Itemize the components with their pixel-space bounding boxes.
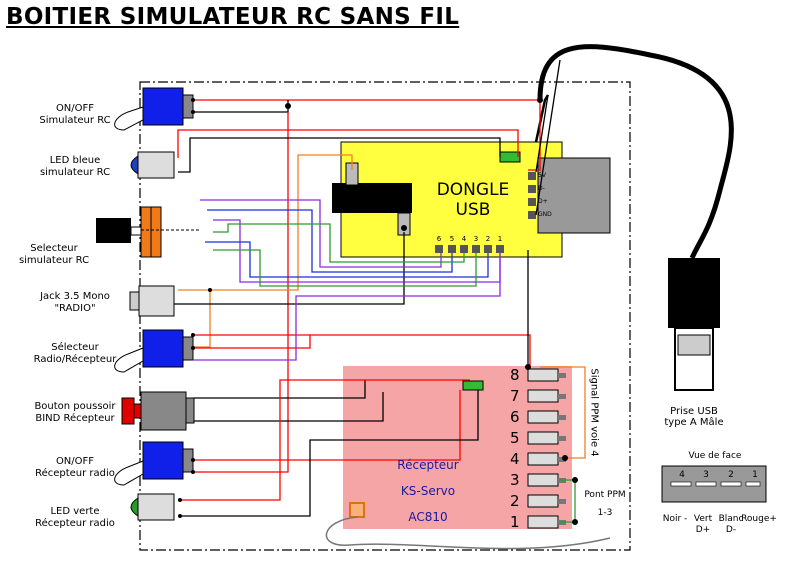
dongle-usb-pin-label: D+ [538, 198, 548, 205]
receiver-line2: KS-Servo [400, 484, 456, 498]
bind-button-body [140, 391, 187, 431]
label-led-verte: LED verte Récepteur radio [35, 506, 115, 529]
dongle-pin-label: 2 [485, 235, 491, 243]
channel-connector-tip [558, 499, 566, 504]
channel-connector-tip [558, 457, 566, 462]
channel-number: 3 [510, 471, 520, 489]
components-left [96, 87, 200, 521]
usb-caption: Prise USB type A Mâle [654, 406, 734, 428]
usb-face-pin-name: Rouge+ [736, 514, 782, 525]
led-green [130, 497, 139, 517]
dongle-usb-connector [537, 157, 611, 234]
switch-onoff-rx [142, 441, 184, 480]
jack-mono [138, 285, 175, 317]
channel-connector-tip [558, 436, 566, 441]
led-blue [130, 155, 139, 175]
pont-ppm-line2: 1-3 [597, 508, 613, 518]
usb-face-pin-number: 1 [752, 470, 758, 480]
label-jack: Jack 3.5 Mono "RADIO" [40, 291, 110, 314]
receiver-channel-connectors [527, 368, 566, 529]
channel-number: 2 [510, 492, 520, 510]
switch-radio-rx [142, 329, 184, 368]
channel-connector [527, 431, 559, 445]
dongle-chip [332, 183, 412, 213]
channel-connector [527, 452, 559, 466]
receiver-led [349, 502, 365, 518]
usb-face-pins [670, 481, 761, 487]
channel-number: 6 [510, 408, 520, 426]
dongle-led [499, 151, 521, 163]
dongle-usb-pin-label: 5V [538, 172, 546, 179]
dongle-usb-pin-label: GND [538, 211, 552, 218]
dongle-pin-label: 3 [473, 235, 479, 243]
dongle-title: DONGLE USB [418, 180, 528, 220]
label-onoff-rx: ON/OFF Récepteur radio [35, 456, 115, 479]
wires [174, 59, 611, 550]
label-selecteur-rx: Sélecteur Radio/Récepteur [33, 342, 117, 365]
usb-face-title: Vue de face [688, 451, 742, 461]
channel-connector [527, 389, 559, 403]
switch-onoff-sim [142, 87, 184, 126]
signal-ppm-container: Signal PPM voie 4 [586, 355, 600, 475]
channel-connector [527, 410, 559, 424]
label-bouton-bind: Bouton poussoir BIND Récepteur [34, 401, 116, 424]
channel-connector-tip [558, 373, 566, 378]
channel-number: 5 [510, 429, 520, 447]
junction-dots [178, 97, 578, 525]
usb-cable [537, 44, 734, 260]
usb-face-pin-number: 3 [703, 470, 709, 480]
dongle-pin-b [397, 212, 411, 236]
label-led-bleue: LED bleue simulateur RC [39, 155, 111, 178]
dongle-pin-label: 1 [497, 235, 503, 243]
dongle-title-line1: DONGLE [436, 180, 510, 200]
usb-face-pin-name-line2: D+ [695, 525, 711, 535]
usb-caption-line2: type A Mâle [664, 417, 724, 428]
receiver-line3: AC810 [408, 510, 448, 524]
usb-face-pin-name-line1: Vert [693, 514, 713, 524]
usb-plug-body [668, 258, 720, 328]
usb-plug-window [677, 334, 711, 356]
label-selecteur-sim: Selecteur simulateur RC [18, 243, 90, 266]
channel-number: 8 [510, 366, 520, 384]
usb-face-pin-name: Noir - [652, 514, 698, 525]
usb-face-pin-number: 2 [728, 470, 734, 480]
channel-connector [527, 473, 559, 487]
channel-connector [527, 368, 559, 382]
channel-connector [527, 515, 559, 529]
receiver-bind-led [462, 380, 484, 391]
usb-caption-line1: Prise USB [670, 406, 718, 417]
channel-connector-tip [558, 394, 566, 399]
dongle-usb-pin-label: D- [538, 185, 545, 192]
channel-number: 1 [510, 513, 520, 531]
dongle-pin-label: 4 [461, 235, 467, 243]
usb-face-pin-number: 4 [679, 470, 685, 480]
usb-face-pin-name-line1: Noir - [662, 514, 688, 524]
dongle-pin-label: 5 [449, 235, 455, 243]
dongle-pin-label: 6 [436, 235, 442, 243]
rotary-knob [96, 218, 131, 243]
pont-ppm-label: Pont PPM 1-3 [574, 490, 636, 518]
channel-number: 7 [510, 387, 520, 405]
usb-face-pin-name-line1: Blanc [718, 514, 744, 524]
page-title: BOITIER SIMULATEUR RC SANS FIL [6, 4, 460, 30]
receiver-line1: Récepteur [397, 458, 459, 472]
usb-face-pin-name-line1: Rouge+ [741, 514, 777, 524]
usb-face-pin-name-line2: D- [725, 525, 737, 535]
led-green-holder [137, 493, 175, 521]
pont-ppm-line1: Pont PPM [584, 490, 626, 500]
signal-ppm-label: Signal PPM voie 4 [588, 368, 600, 457]
label-onoff-sim: ON/OFF Simulateur RC [39, 103, 111, 126]
dongle-header-pins [435, 245, 504, 253]
channel-number: 4 [510, 450, 520, 468]
dongle-usb-pads [528, 172, 536, 219]
led-blue-holder [137, 151, 175, 179]
channel-connector [527, 494, 559, 508]
channel-connector-tip [558, 415, 566, 420]
dongle-title-line2: USB [455, 200, 491, 220]
